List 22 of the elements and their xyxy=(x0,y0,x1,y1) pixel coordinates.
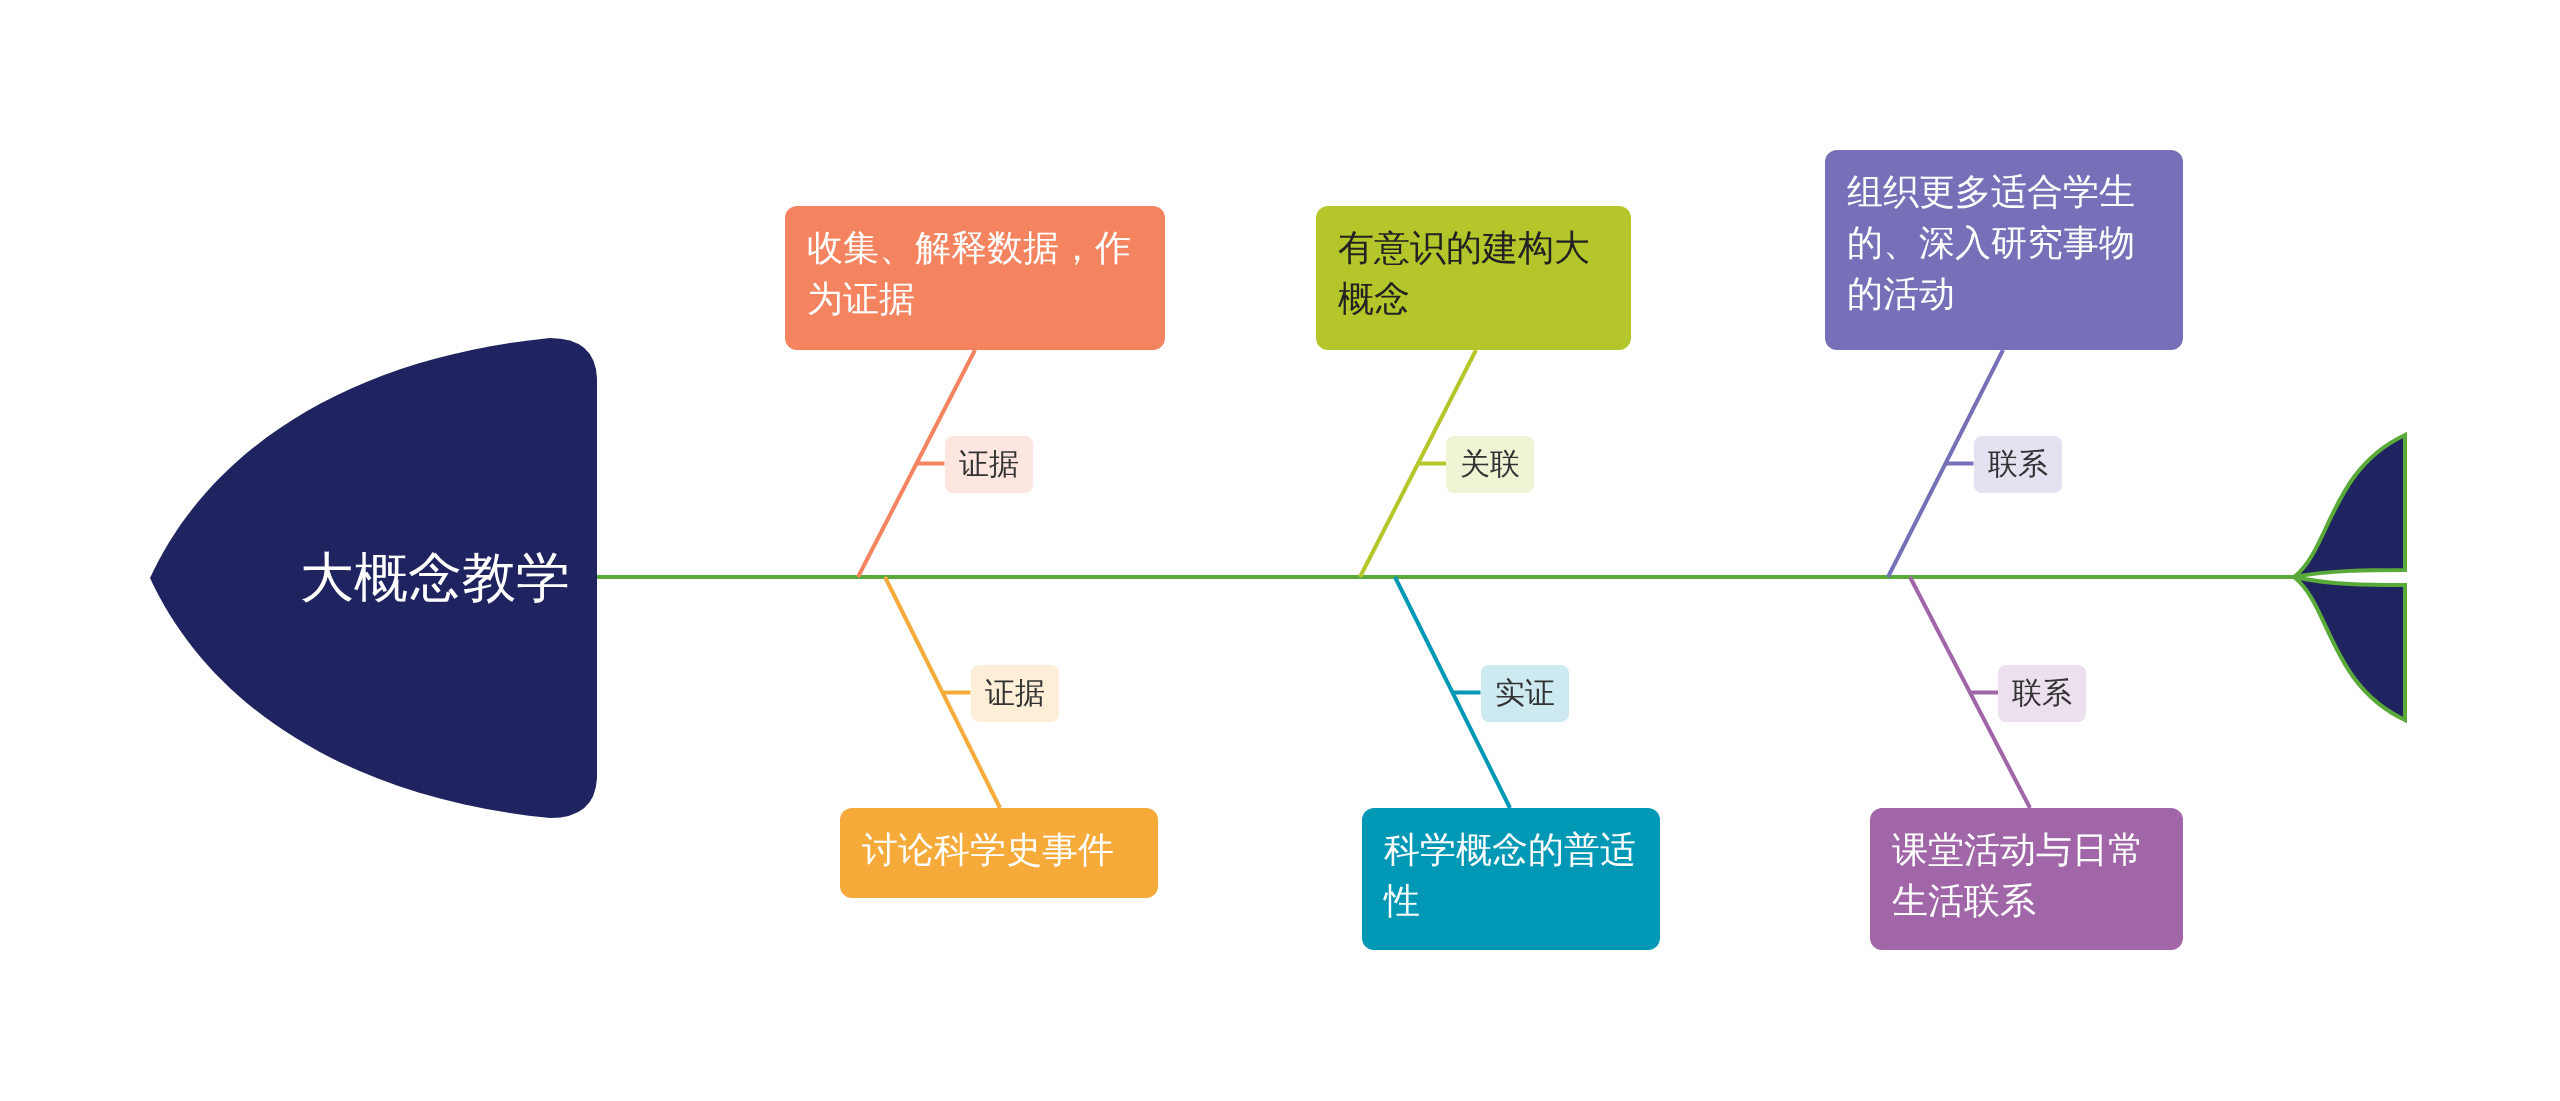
head-title: 大概念教学 xyxy=(300,544,570,611)
bone-line xyxy=(1886,349,2005,578)
fish-tail xyxy=(2290,430,2410,725)
topic-box: 讨论科学史事件 xyxy=(840,808,1158,898)
edge-label: 联系 xyxy=(1973,435,2062,493)
topic-box: 科学概念的普适性 xyxy=(1362,808,1660,950)
bone-line xyxy=(1358,349,1478,578)
edge-label: 证据 xyxy=(970,664,1059,722)
edge-label: 关联 xyxy=(1446,435,1534,493)
topic-box: 课堂活动与日常生活联系 xyxy=(1870,808,2183,950)
edge-label: 证据 xyxy=(944,435,1033,493)
edge-label: 实证 xyxy=(1480,664,1569,722)
edge-label: 联系 xyxy=(1998,664,2086,722)
spine-line xyxy=(597,575,2294,579)
bone-line xyxy=(856,349,977,578)
bone-line xyxy=(1393,576,1512,809)
bone-line xyxy=(883,576,1002,809)
topic-box: 组织更多适合学生的、深入研究事物的活动 xyxy=(1825,150,2183,350)
fish-head xyxy=(150,338,600,818)
topic-box: 收集、解释数据，作为证据 xyxy=(785,206,1165,350)
bone-line xyxy=(1908,576,2032,809)
topic-box: 有意识的建构大概念 xyxy=(1316,206,1631,350)
